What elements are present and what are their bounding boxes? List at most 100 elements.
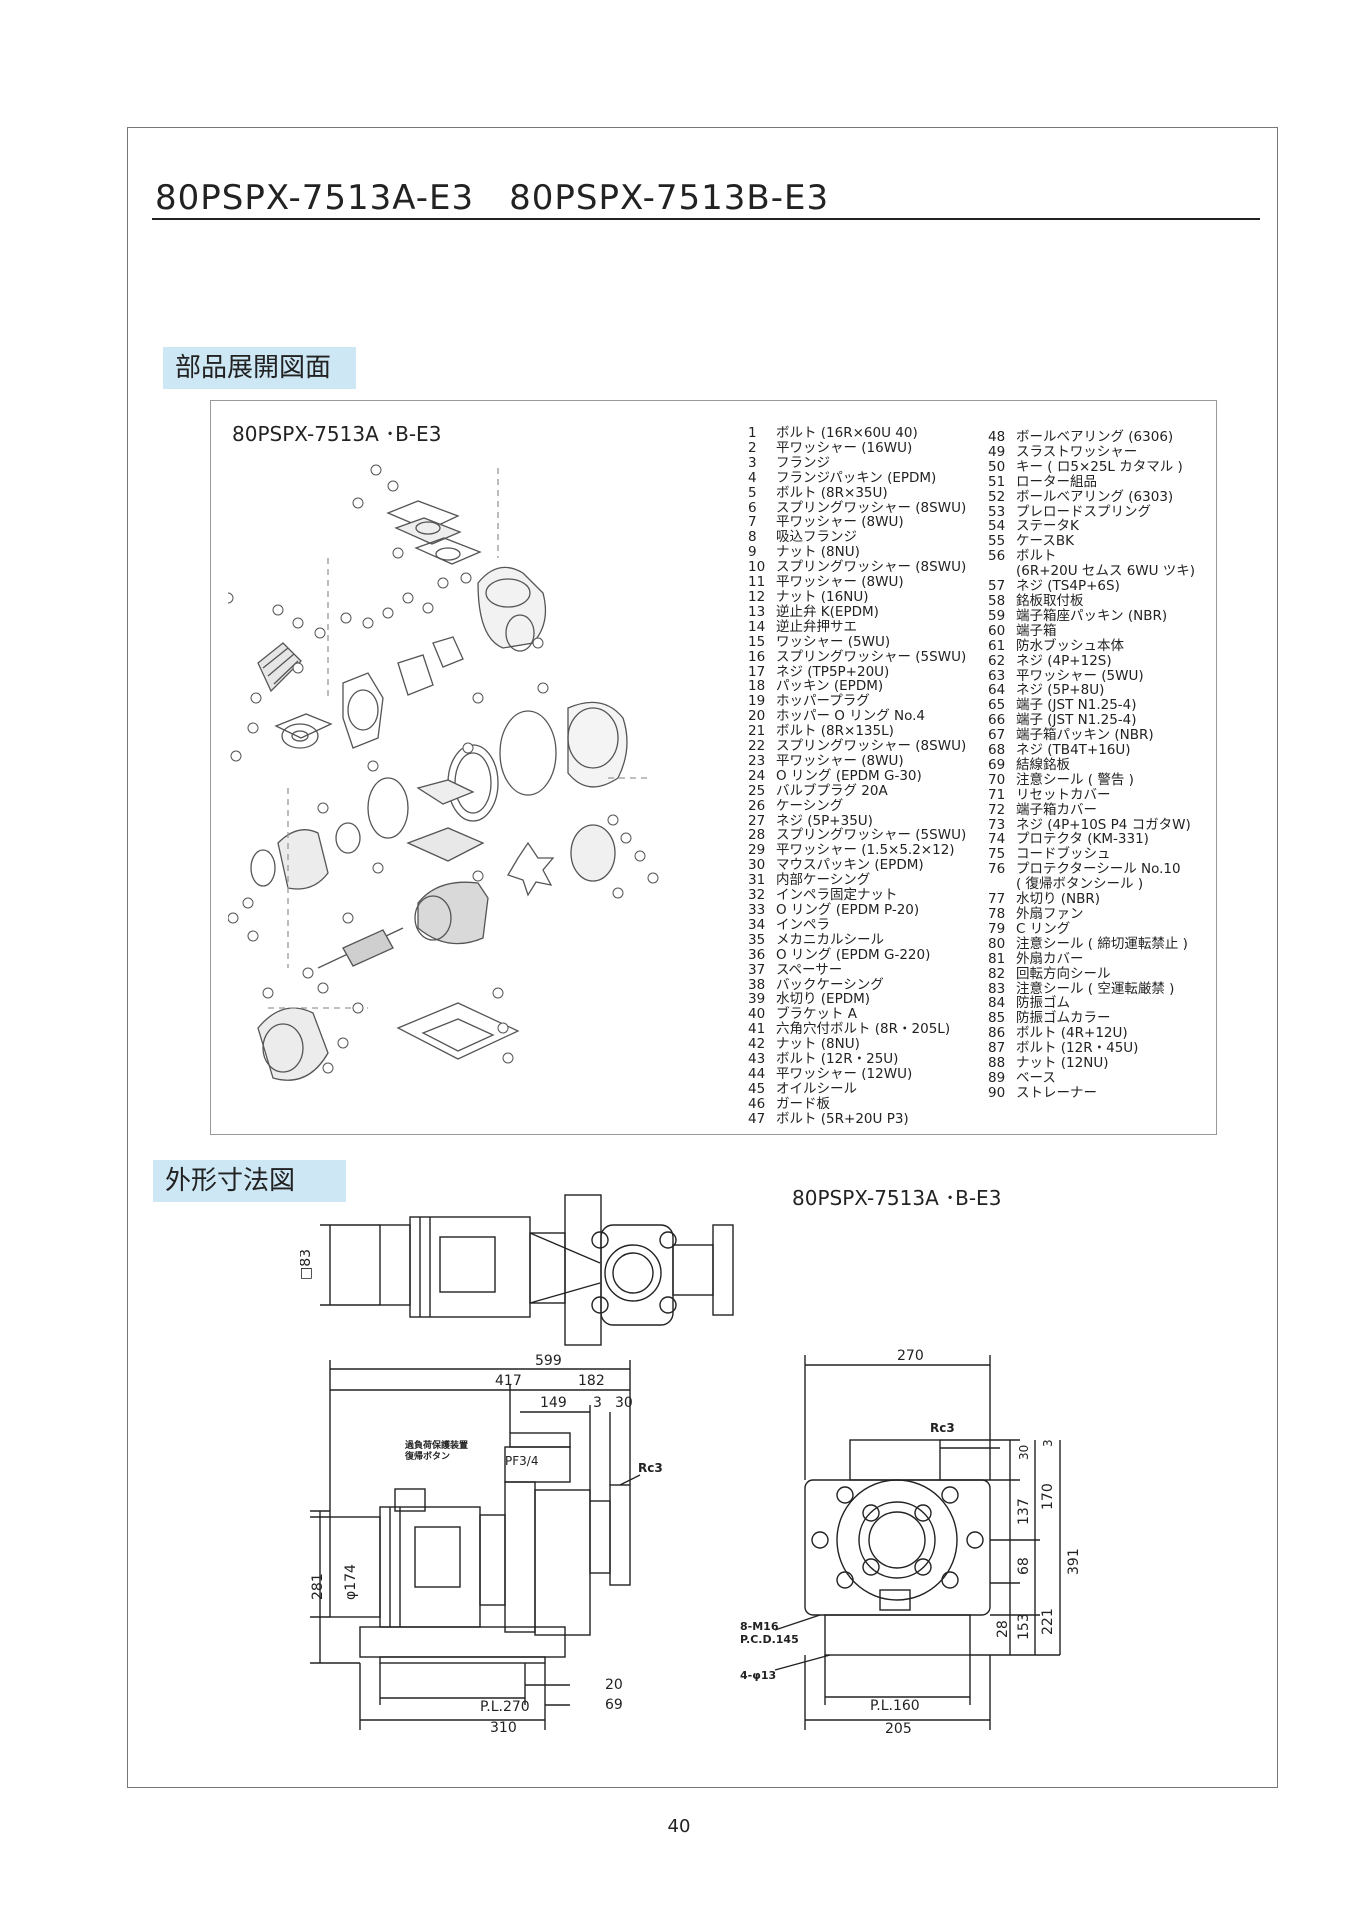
part-name: インペラ固定ナット xyxy=(776,887,898,904)
part-number: 65 xyxy=(988,697,1006,714)
part-number: 17 xyxy=(748,663,766,680)
dim-30-front: 30 xyxy=(1017,1445,1031,1460)
part-number: 73 xyxy=(988,816,1006,833)
part-name: 端子 (JST N1.25-4) xyxy=(1016,712,1137,729)
dim-pl160: P.L.160 xyxy=(870,1698,920,1714)
part-name: ナット (16NU) xyxy=(776,588,869,605)
part-name: 平ワッシャー (1.5×5.2×12) xyxy=(776,842,955,859)
part-number: 22 xyxy=(748,738,766,755)
part-name: ネジ (5P+35U) xyxy=(776,812,873,829)
part-name: 水切り (NBR) xyxy=(1016,891,1101,908)
part-name: 平ワッシャー (8WU) xyxy=(776,752,904,769)
dim-137: 137 xyxy=(1016,1498,1032,1525)
part-number: 24 xyxy=(748,767,766,784)
part-number: 55 xyxy=(988,533,1006,550)
part-number: 7 xyxy=(748,514,757,531)
part-list-item: 2 平ワッシャー (16WU) xyxy=(748,441,966,456)
part-name: 端子箱パッキン (NBR) xyxy=(1016,727,1154,744)
label-rc3-front: Rc3 xyxy=(930,1421,955,1435)
part-number: 77 xyxy=(988,891,1006,908)
part-name: 吸込フランジ xyxy=(776,529,857,546)
part-number: 58 xyxy=(988,592,1006,609)
part-name: フランジパッキン (EPDM) xyxy=(776,469,937,486)
part-list-item: 77 水切り (NBR) xyxy=(988,892,1195,907)
part-name: キー ( ロ5×25L カタマル ) xyxy=(1016,458,1183,475)
part-number: 4 xyxy=(748,469,757,486)
part-name: 平ワッシャー (16WU) xyxy=(776,439,913,456)
part-name: O リング (EPDM P-20) xyxy=(776,902,920,918)
dim-28: 28 xyxy=(995,1620,1011,1638)
part-number: 13 xyxy=(748,603,766,620)
part-name: スプリングワッシャー (8SWU) xyxy=(776,499,967,516)
part-number: 50 xyxy=(988,458,1006,475)
dimension-diagram-label: 80PSPX-7513A ･B-E3 xyxy=(792,1186,1002,1210)
part-name: 結線銘板 xyxy=(1016,756,1070,773)
part-name: ネジ (5P+8U) xyxy=(1016,682,1105,699)
part-name: スペーサー xyxy=(776,961,843,978)
part-name: 平ワッシャー (8WU) xyxy=(776,574,904,591)
part-number: 32 xyxy=(748,887,766,904)
part-name: ベース xyxy=(1016,1069,1056,1086)
part-number: 2 xyxy=(748,439,757,456)
part-number: 42 xyxy=(748,1036,766,1053)
part-number: 11 xyxy=(748,574,766,591)
part-number: 51 xyxy=(988,473,1006,490)
label-4-phi13: 4-φ13 xyxy=(740,1669,776,1682)
part-number: 30 xyxy=(748,857,766,874)
part-name: 端子箱座パッキン (NBR) xyxy=(1016,607,1168,624)
part-number: 75 xyxy=(988,846,1006,863)
part-name: 注意シール ( 警告 ) xyxy=(1016,771,1134,788)
part-list-item: 59 端子箱座パッキン (NBR) xyxy=(988,607,1195,624)
part-name: プロテクターシール No.10 xyxy=(1016,861,1181,878)
part-list-item: 4 フランジパッキン (EPDM) xyxy=(748,469,966,486)
label-pf3-4: PF3/4 xyxy=(505,1454,538,1468)
part-name: ナット (8NU) xyxy=(776,544,860,561)
part-list-item: (6R+20U セムス 6WU ツキ) xyxy=(988,564,1195,579)
overload-note-line1: 過負荷保護装置 xyxy=(404,1439,468,1451)
part-number xyxy=(988,877,1016,892)
dim-221: 221 xyxy=(1040,1608,1056,1635)
part-name: ストレーナー xyxy=(1016,1084,1097,1101)
parts-diagram-box xyxy=(210,400,1217,1135)
dim-281: 281 xyxy=(310,1573,326,1600)
part-number: 71 xyxy=(988,786,1006,803)
part-number: 59 xyxy=(988,607,1006,624)
part-number: 26 xyxy=(748,797,766,814)
dim-205: 205 xyxy=(885,1721,912,1737)
part-number: 74 xyxy=(988,831,1006,848)
part-number: 38 xyxy=(748,976,766,993)
part-name: バックケーシング xyxy=(776,976,884,993)
part-name: 外扇カバー xyxy=(1016,950,1084,967)
